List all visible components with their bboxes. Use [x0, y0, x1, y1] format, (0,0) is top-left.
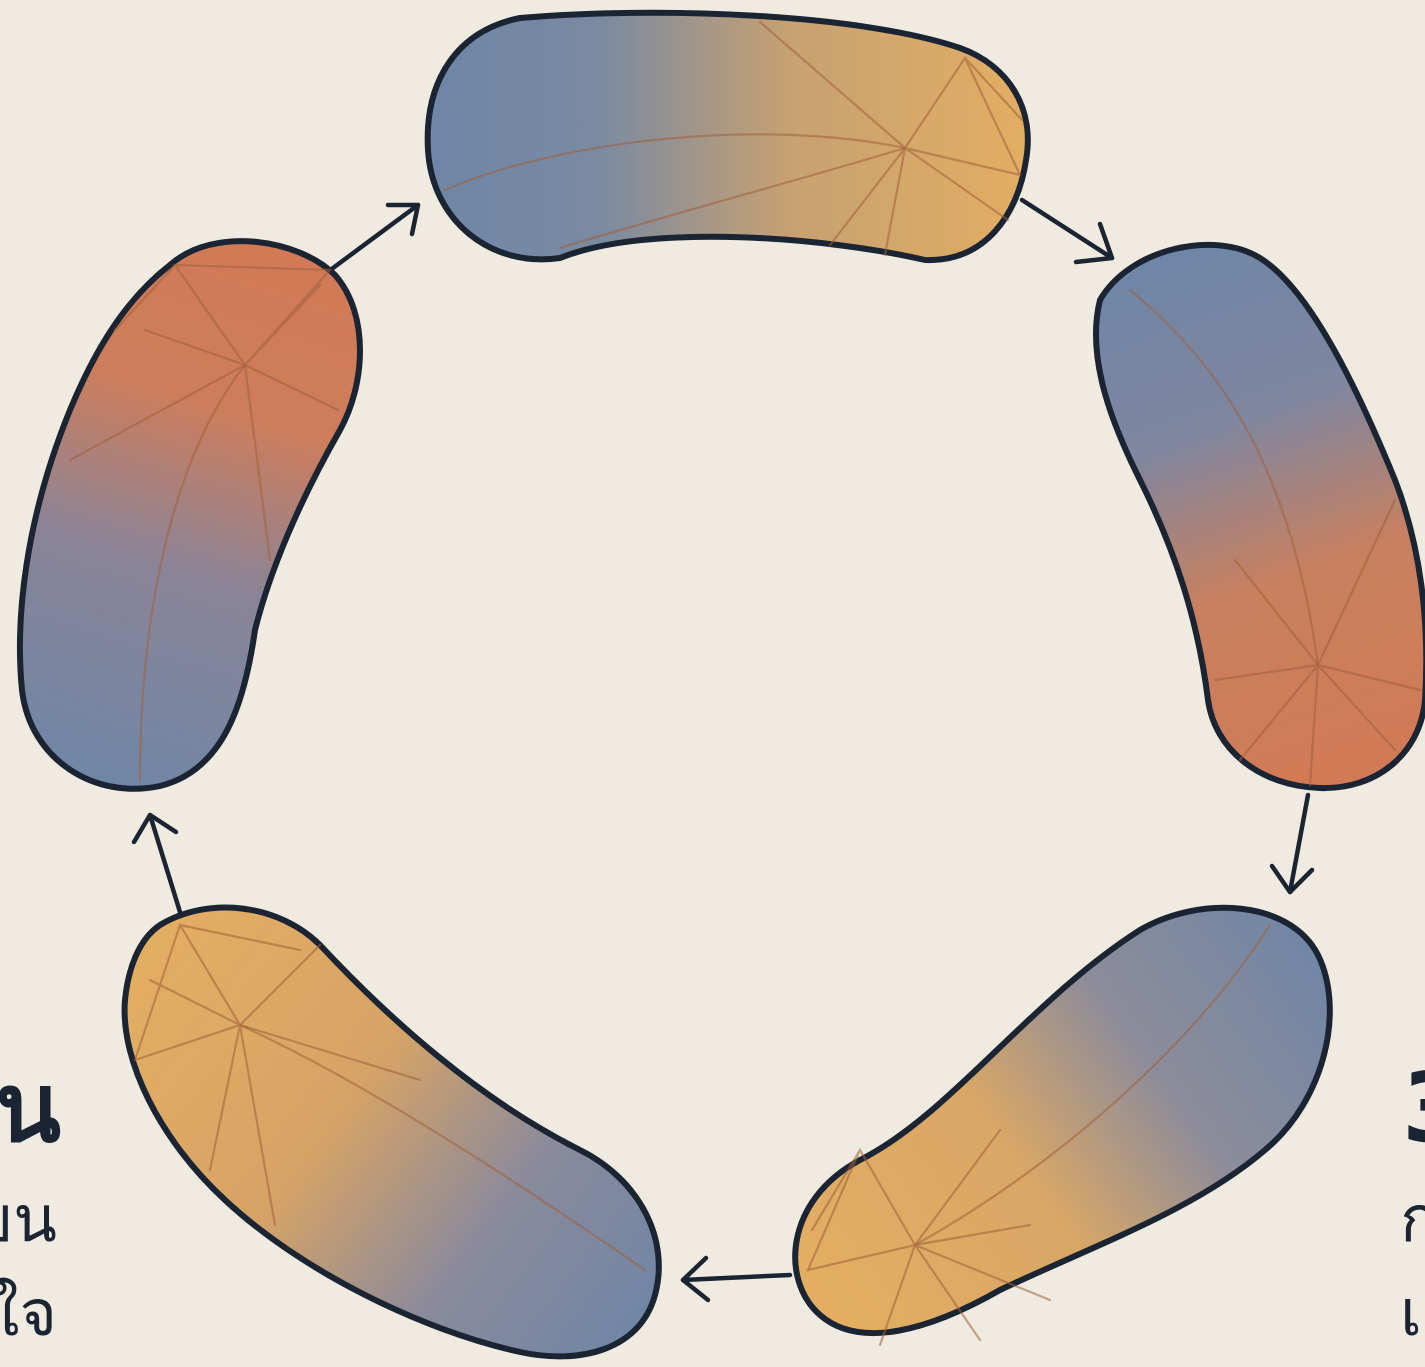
cycle-arrow-bottom-left-to-left [134, 815, 180, 912]
cycle-segment-bottom-left [125, 908, 659, 1357]
cycle-segment-right [1096, 245, 1425, 788]
cycle-arrow-left-to-top [333, 205, 418, 268]
cycle-arrow-right-to-bottom-right [1272, 795, 1312, 892]
left-step-title: ใน [0, 1060, 61, 1156]
cycle-segment-bottom-right [795, 908, 1330, 1345]
right-step-description-line-1: ก [1400, 1188, 1425, 1252]
cycle-segment-top [428, 13, 1028, 260]
left-step-description-line-2: ใจ [0, 1282, 57, 1346]
cycle-segment-left [20, 241, 360, 789]
right-step-description-line-2: เ [1400, 1282, 1422, 1346]
right-step-title: 3 [1402, 1060, 1425, 1156]
cycle-arrow-top-to-right [1022, 200, 1112, 262]
left-step-description-line-1: ่ยน [0, 1188, 57, 1252]
cycle-arrow-bottom-right-to-bottom-left [683, 1258, 790, 1300]
